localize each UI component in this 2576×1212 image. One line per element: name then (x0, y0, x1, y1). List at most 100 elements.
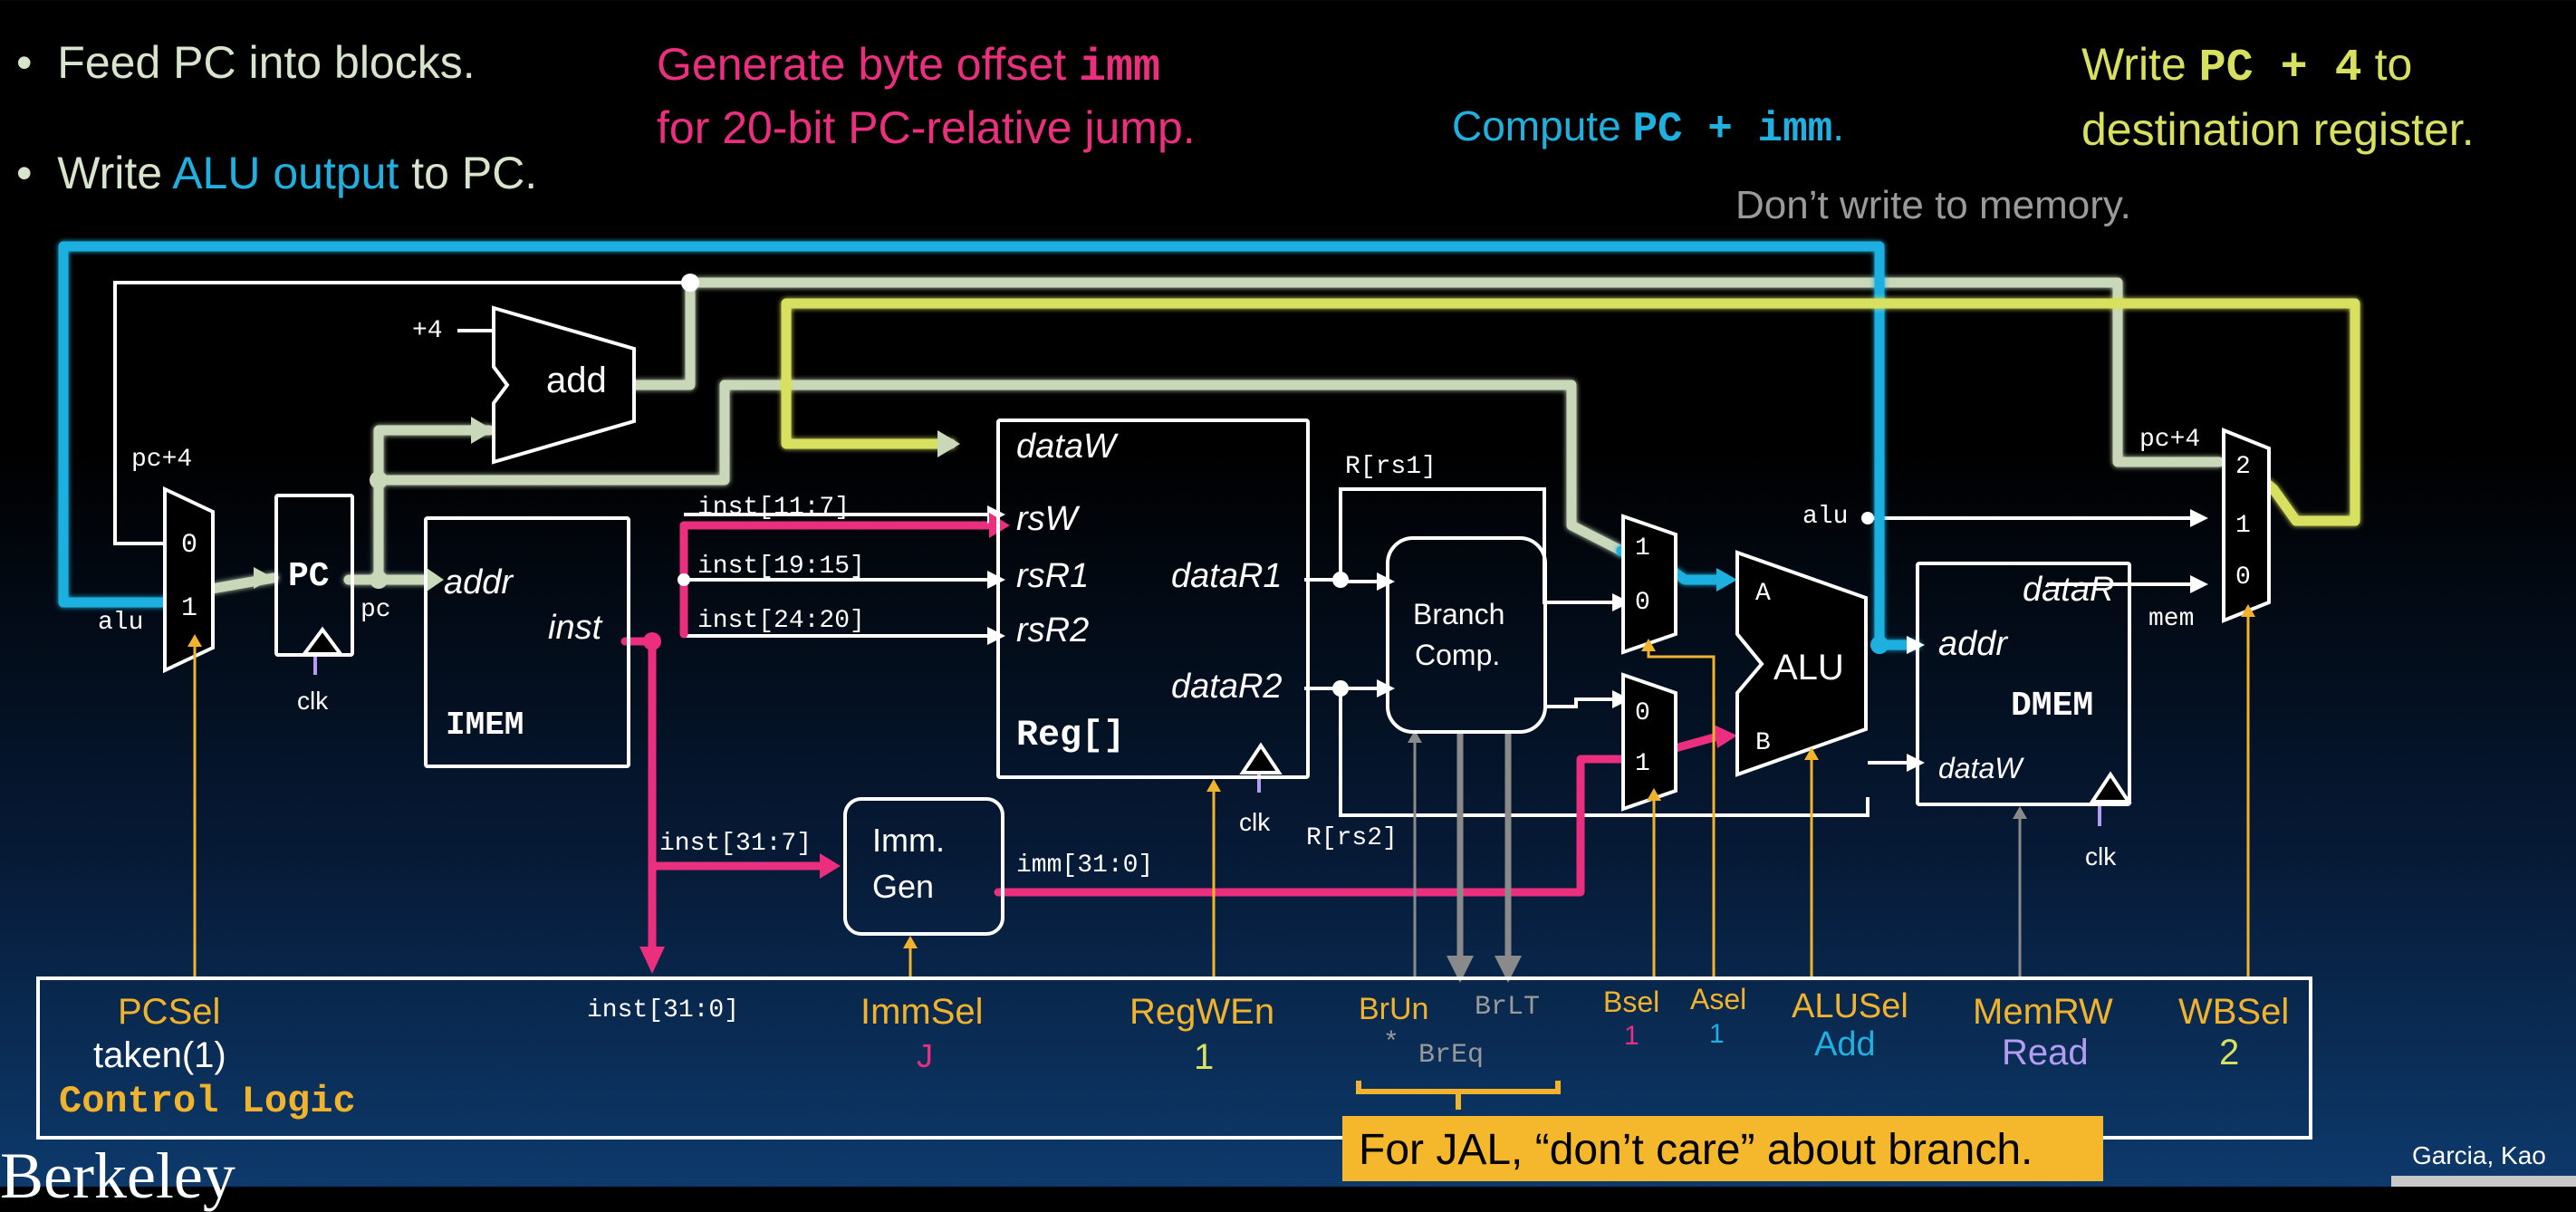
control-inst-label: inst[31:0] (587, 996, 740, 1024)
breq-label: BrEq (1418, 1040, 1485, 1071)
write-note-line1: Write PC + 4 to (2081, 38, 2412, 94)
branch-comp-label-2: Comp. (1415, 639, 1501, 671)
compute-post: . (1832, 102, 1845, 149)
slide-corner-badge (2391, 1176, 2576, 1187)
wb-mux-1: 1 (2235, 512, 2251, 540)
bullet2-alu: ALU output (172, 148, 399, 198)
compute-pre: Compute (1452, 102, 1633, 149)
alusel-value: Add (1814, 1025, 1876, 1063)
a-mux-shape (1621, 514, 1677, 655)
wbsel-label: WBSel (2178, 992, 2290, 1032)
bsel-label: Bsel (1603, 986, 1660, 1018)
regfile-name: Reg[] (1016, 716, 1126, 756)
bullet-write-alu: • Write ALU output to PC. (16, 148, 538, 198)
pcsel-value: taken(1) (93, 1035, 226, 1075)
inst-31-7-label: inst[31:7] (659, 830, 812, 858)
imem-block (424, 516, 630, 768)
imm-note-line1: Generate byte offset imm (657, 38, 1160, 94)
imm-line1-code: imm (1079, 43, 1161, 94)
no-mem-note: Don’t write to memory. (1735, 183, 2131, 227)
write-code: PC + 4 (2198, 43, 2362, 94)
regfile-rsR2-label: rsR2 (1016, 611, 1090, 649)
green-arrowheads (254, 417, 960, 593)
r-rs1-label: R[rs1] (1345, 453, 1437, 481)
memrw-label: MemRW (1973, 992, 2113, 1032)
regfile-rsR1-label: rsR1 (1016, 557, 1090, 595)
alu-b-label: B (1755, 729, 1771, 757)
b-mux-shape (1621, 672, 1677, 812)
wb-pc4-label: pc+4 (2139, 426, 2201, 454)
pc-mux-0: 0 (181, 530, 198, 561)
alusel-label: ALUSel (1792, 987, 1908, 1025)
datapath-diagram (58, 241, 2360, 1110)
imem-inst-label: inst (548, 609, 602, 647)
regfile-dataW-label: dataW (1016, 428, 1116, 466)
bsel-value: 1 (1624, 1021, 1639, 1051)
imem-addr-label: addr (444, 563, 514, 601)
bullet1-text: Feed PC into blocks. (57, 37, 476, 88)
compute-code: PC + imm (1632, 106, 1833, 153)
write-post: to (2361, 39, 2413, 90)
wb-mux-shape (2222, 428, 2271, 623)
wbsel-value: 2 (2219, 1033, 2240, 1073)
pc-register (274, 494, 354, 657)
pc-mux-shape (163, 486, 215, 674)
dmem-dataR-label: dataR (2023, 571, 2115, 609)
imm-gen-label-1: Imm. (872, 822, 945, 859)
control-logic-title: Control Logic (59, 1080, 356, 1123)
register-file (996, 418, 1310, 779)
regfile-dataR2-label: dataR2 (1171, 668, 1283, 706)
imm-note-line2: for 20-bit PC-relative jump. (657, 102, 1196, 153)
alu-a-label: A (1755, 580, 1771, 608)
brlt-label: BrLT (1475, 992, 1541, 1023)
jal-dont-care-note: For JAL, “don’t care” about branch. (1342, 1116, 2103, 1181)
authors-label: Garcia, Kao (2412, 1141, 2546, 1169)
imm-gen-block (843, 797, 1004, 936)
add-label: add (546, 361, 607, 400)
brun-label: BrUn (1359, 992, 1429, 1026)
branch-comp-label-1: Branch (1413, 598, 1505, 630)
wb-mux-0: 0 (2235, 563, 2251, 592)
wb-mem-label: mem (2148, 605, 2195, 633)
r-rs2-label: R[rs2] (1306, 824, 1398, 852)
pcsel-label: PCSel (118, 992, 221, 1032)
pc-plus4-input-label: pc+4 (131, 446, 193, 474)
a-mux-0: 0 (1635, 589, 1650, 617)
dmem-block (1916, 562, 2131, 806)
regwen-value: 1 (1194, 1037, 1215, 1077)
dmem-clk-label: clk (2085, 842, 2117, 871)
inst-19-15-label: inst[19:15] (697, 553, 865, 581)
brun-value: * (1386, 1025, 1397, 1055)
imm-31-0-label: imm[31:0] (1016, 851, 1154, 880)
asel-label: Asel (1690, 983, 1747, 1015)
regwen-label: RegWEn (1129, 992, 1275, 1032)
dmem-dataW-label: dataW (1938, 752, 2023, 784)
adder-shape (492, 305, 636, 465)
alu-name: ALU (1773, 648, 1844, 688)
dmem-addr-label: addr (1938, 625, 2008, 663)
regfile-rsW-label: rsW (1016, 500, 1078, 538)
bullet-feed-pc: • Feed PC into blocks. (16, 37, 476, 88)
bullet2-pre: Write (57, 148, 173, 198)
wb-mux-2: 2 (2235, 453, 2251, 481)
b-mux-1: 1 (1635, 750, 1650, 778)
plus4-label: +4 (412, 317, 443, 345)
dmem-name: DMEM (2011, 687, 2094, 726)
compute-note: Compute PC + imm. (1452, 101, 1844, 153)
imm-gen-label-2: Gen (872, 868, 935, 905)
bullet2-post: to PC. (399, 148, 538, 198)
memrw-value: Read (2002, 1033, 2089, 1073)
pc-mux-1: 1 (181, 593, 198, 624)
write-note-line2: destination register. (2081, 104, 2475, 155)
alu-wire-label: alu (1802, 503, 1849, 531)
writeback-path (781, 298, 2360, 526)
immsel-value: J (917, 1037, 933, 1074)
alu-shape (1735, 550, 1868, 777)
alu-input-label: alu (98, 609, 144, 637)
pc-register-label: PC (288, 557, 330, 596)
branch-comparator (1386, 536, 1547, 734)
inst-11-7-label: inst[11:7] (697, 494, 851, 522)
b-mux-0: 0 (1635, 699, 1650, 727)
pc-output-label: pc (360, 596, 391, 624)
asel-value: 1 (1709, 1019, 1725, 1049)
